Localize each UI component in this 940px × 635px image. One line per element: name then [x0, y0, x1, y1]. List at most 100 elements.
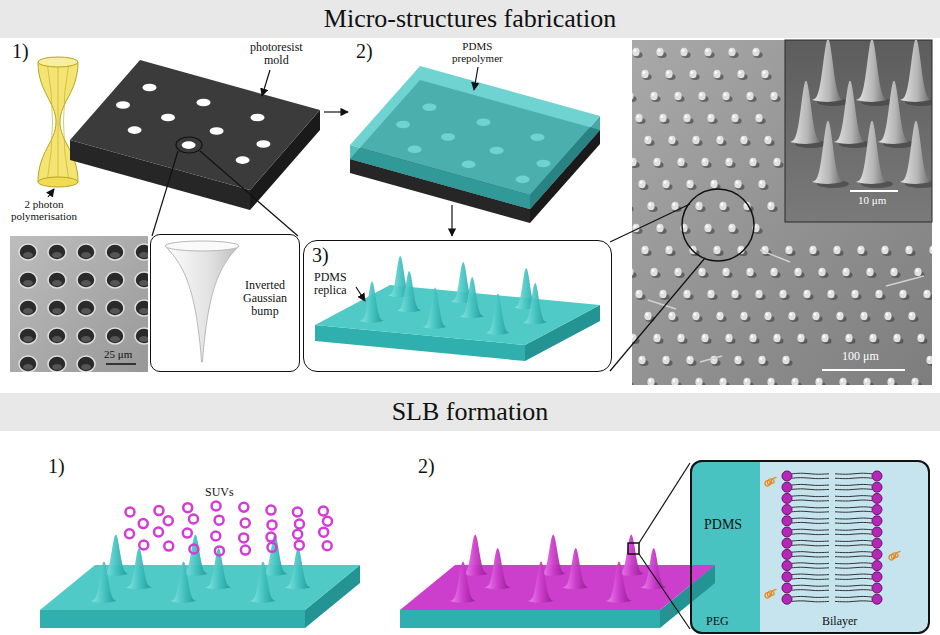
vesicle — [154, 506, 163, 515]
gaussian-bump — [360, 282, 384, 323]
funnel-rim — [165, 241, 239, 251]
bump-highlight — [667, 71, 670, 74]
bump-highlight — [653, 334, 660, 343]
step-number: 3) — [312, 244, 329, 266]
mold-hole — [48, 272, 66, 288]
bump-highlight — [820, 269, 823, 272]
part-label: PDMS replica — [314, 271, 347, 297]
bump-highlight — [635, 290, 642, 299]
lipid-tail — [835, 495, 872, 497]
bump-highlight — [817, 379, 820, 382]
sem-cone — [900, 121, 932, 184]
bump-highlight — [665, 246, 672, 255]
bump-highlight — [637, 291, 640, 294]
bump-highlight — [881, 246, 888, 255]
vesicle — [189, 544, 198, 553]
vesicle — [319, 507, 328, 516]
lipid-tail — [835, 551, 872, 553]
bump-highlight — [632, 158, 637, 167]
bump-highlight — [722, 92, 729, 101]
bump-highlight — [923, 290, 930, 299]
bump-highlight — [730, 225, 733, 228]
peg-chain — [765, 589, 777, 598]
bump-highlight — [791, 378, 798, 385]
bump-highlight — [653, 158, 660, 167]
lipid-tail — [792, 600, 829, 602]
bump-highlight — [797, 334, 804, 343]
mold-hole — [77, 356, 95, 372]
vesicle — [125, 529, 134, 538]
bump-highlight — [715, 247, 718, 250]
bump-highlight — [782, 356, 789, 365]
sem-cone — [812, 40, 844, 102]
bump-highlight — [661, 115, 664, 118]
bump-highlight — [710, 180, 717, 189]
mold-hole-floor — [81, 252, 91, 258]
bump-highlight — [818, 268, 825, 277]
bump-highlight — [703, 335, 706, 338]
bump-highlight — [709, 291, 712, 294]
lipid-tail — [792, 518, 829, 520]
lipid-head — [872, 572, 882, 582]
vesicle — [212, 502, 221, 511]
gaussian-bump — [485, 548, 511, 589]
pdms-layer — [690, 460, 760, 634]
bump-highlight — [926, 356, 932, 365]
vesicle — [268, 543, 277, 552]
bump-highlight — [773, 334, 780, 343]
lipid-tail — [835, 596, 872, 598]
bump-highlight — [839, 378, 846, 385]
beam-mesh — [47, 62, 53, 182]
bump-highlight — [755, 290, 762, 299]
mold-hole-floor — [23, 308, 33, 314]
bump-highlight — [748, 269, 751, 272]
bump-highlight — [712, 181, 715, 184]
bump-highlight — [841, 379, 844, 382]
bump-highlight — [740, 136, 747, 145]
bump-highlight — [794, 268, 801, 277]
bump-highlight — [893, 334, 900, 343]
callout-box: Inverted Gaussian bump — [150, 234, 300, 372]
scale-label: 10 μm — [858, 194, 886, 206]
mold-hole-floor — [139, 308, 148, 314]
part-label: SUVs — [205, 486, 234, 499]
bump-highlight — [892, 269, 895, 272]
bump-highlight — [770, 92, 777, 101]
bump-highlight — [866, 268, 873, 277]
bump-highlight — [643, 247, 646, 250]
mold-hole — [106, 328, 124, 344]
vesicle — [266, 533, 275, 542]
bump-shadow — [632, 206, 634, 212]
bump-highlight — [635, 114, 642, 123]
beam-end — [38, 57, 78, 67]
bump-highlight — [779, 290, 786, 299]
bump-highlight — [704, 48, 711, 57]
lipid-head — [872, 516, 882, 526]
mold-hole — [256, 140, 270, 148]
bump-highlight — [668, 136, 675, 145]
lipid-tail — [835, 500, 872, 502]
lipid-head — [872, 583, 882, 593]
lipid-tail — [792, 589, 829, 591]
bump-highlight — [877, 291, 880, 294]
bump-highlight — [886, 313, 889, 316]
bump-highlight — [751, 335, 754, 338]
bump-highlight — [713, 246, 720, 255]
lipid-head — [782, 594, 792, 604]
mold-hole-floor — [23, 280, 33, 286]
lipid-tail — [835, 473, 872, 475]
beam-mesh — [64, 62, 70, 182]
bump-highlight — [853, 291, 856, 294]
bump-highlight — [691, 71, 694, 74]
bump-highlight — [895, 335, 898, 338]
lipid-head — [782, 561, 792, 571]
bump-highlight — [647, 202, 654, 211]
step-number: 2) — [356, 40, 373, 62]
bump-highlight — [928, 357, 931, 360]
bump-highlight — [785, 246, 792, 255]
bump-highlight — [637, 115, 640, 118]
bump-highlight — [784, 357, 787, 360]
bump-highlight — [644, 312, 651, 321]
zoom-inset-box: PDMSPEGBilayer — [690, 460, 930, 634]
bump-highlight — [869, 334, 876, 343]
